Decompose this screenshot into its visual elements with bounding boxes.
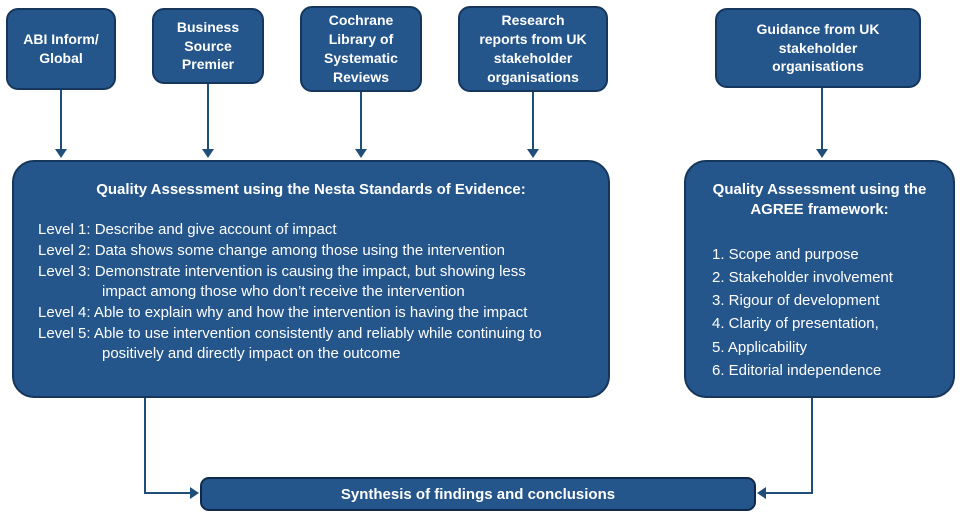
arrow-down-icon-research: [527, 149, 539, 158]
nesta-panel-title: Quality Assessment using the Nesta Stand…: [96, 181, 526, 198]
agree-item-3: 3. Rigour of development: [712, 292, 880, 309]
agree-item-6: 6. Editorial independence: [712, 361, 882, 379]
arrow-down-icon-cochrane: [355, 149, 367, 158]
synthesis-label: Synthesis of findings and conclusions: [340, 485, 616, 503]
source-label-business-source: Business Source Premier: [176, 18, 240, 73]
nesta-level-5: Level 5: Able to use intervention consis…: [38, 324, 542, 342]
synthesis-box: Synthesis of findings and conclusions: [200, 477, 756, 511]
source-label-research-reports: Research reports from UK stakeholder org…: [479, 12, 587, 85]
agree-assessment-panel: Quality Assessment using the AGREE frame…: [684, 160, 955, 398]
arrow-line-abi: [60, 90, 62, 150]
source-box-cochrane: Cochrane Library of Systematic Reviews: [300, 6, 422, 92]
connector-nesta-vertical: [144, 398, 146, 494]
connector-nesta-horizontal: [144, 492, 191, 494]
connector-agree-horizontal: [765, 492, 813, 494]
agree-item-1: 1. Scope and purpose: [712, 245, 859, 263]
arrow-left-icon-agree: [757, 487, 766, 499]
nesta-level-1: Level 1: Describe and give account of im…: [38, 221, 337, 239]
nesta-level-5-cont: positively and directly impact on the ou…: [102, 345, 401, 363]
source-box-abi-inform: ABI Inform/ Global: [6, 8, 116, 90]
nesta-level-2: Level 2: Data shows some change among th…: [38, 241, 505, 259]
agree-item-4: 4. Clarity of presentation,: [712, 315, 879, 333]
source-box-research-reports: Research reports from UK stakeholder org…: [458, 6, 608, 92]
arrow-line-guidance: [821, 88, 823, 150]
agree-item-2: 2. Stakeholder involvement: [712, 268, 893, 286]
arrow-line-research: [532, 92, 534, 150]
arrow-right-icon-nesta: [190, 487, 199, 499]
connector-agree-vertical: [811, 398, 813, 494]
arrow-down-icon-guidance: [816, 149, 828, 158]
source-label-cochrane: Cochrane Library of Systematic Reviews: [324, 12, 398, 85]
arrow-line-business: [207, 84, 209, 150]
arrow-line-cochrane: [360, 92, 362, 150]
source-box-business-source: Business Source Premier: [152, 8, 264, 84]
nesta-panel-body: Level 1: Describe and give account of im…: [14, 206, 608, 365]
agree-item-5: 5. Applicability: [712, 338, 808, 356]
nesta-level-4: Level 4: Able to explain why and how the…: [38, 304, 528, 321]
source-box-guidance: Guidance from UK stakeholder organisatio…: [715, 8, 921, 88]
agree-panel-title: Quality Assessment using the AGREE frame…: [712, 181, 927, 219]
agree-panel-body: 1. Scope and purpose 2. Stakeholder invo…: [686, 227, 953, 383]
arrow-down-icon-abi: [55, 149, 67, 158]
nesta-level-3: Level 3: Demonstrate intervention is cau…: [38, 262, 526, 280]
source-label-guidance: Guidance from UK stakeholder organisatio…: [756, 20, 880, 75]
nesta-assessment-panel: Quality Assessment using the Nesta Stand…: [12, 160, 610, 398]
arrow-down-icon-business: [202, 149, 214, 158]
source-label-abi-inform: ABI Inform/ Global: [23, 31, 99, 66]
nesta-level-3-cont: impact among those who don’t receive the…: [102, 283, 465, 301]
